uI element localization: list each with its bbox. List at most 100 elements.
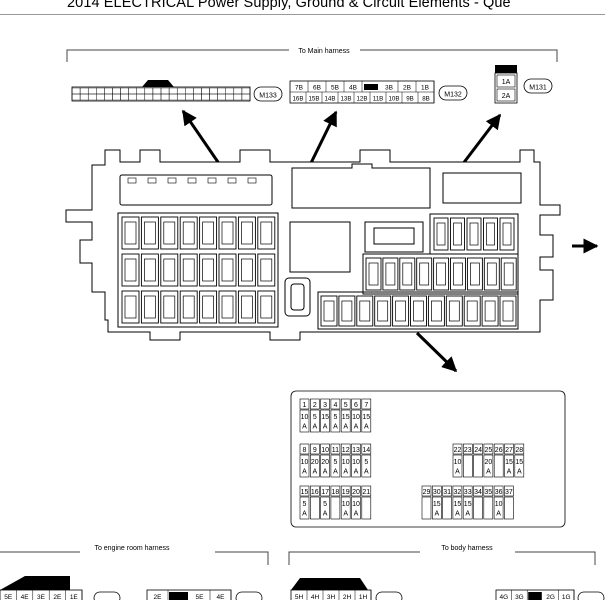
fuse-amp-unit: A — [517, 469, 522, 476]
connector-m133: M133 — [71, 80, 283, 102]
fuse-amp: 10 — [342, 501, 350, 508]
fuse-slot — [483, 217, 498, 251]
fuse-number-cell — [361, 485, 372, 497]
fuse-number: 25 — [485, 447, 493, 454]
fuse-amp: 5 — [333, 414, 337, 421]
fuse-amp: 15 — [362, 414, 370, 421]
fuse-slot — [433, 217, 449, 251]
fuse-slot — [237, 253, 256, 287]
m131-pin-1a: 1A — [502, 79, 511, 86]
fuse-slot-inner — [377, 300, 389, 322]
fuse-slot-inner — [182, 258, 195, 282]
fuse-amp-unit: A — [434, 511, 439, 518]
fuse-number: 29 — [423, 489, 431, 496]
fuse-amp-cell — [504, 454, 514, 478]
fuse-amp-cell — [493, 454, 504, 478]
arrow-to-fuse-chart — [415, 331, 458, 373]
fuse-amp-unit: A — [333, 424, 338, 431]
arrows — [181, 109, 599, 373]
connector-pin-label: 3G — [515, 594, 524, 600]
fuse-slot-inner — [486, 222, 495, 246]
fuse-amp-cell — [351, 409, 361, 433]
m132-label: M132 — [444, 92, 462, 99]
connector-pin-label: 4E — [21, 594, 30, 600]
fuse-number: 10 — [321, 447, 329, 454]
fuse-slot-inner — [221, 295, 234, 319]
connector-pin-label: 5H — [295, 594, 304, 600]
fuse-slot-inner — [163, 258, 176, 282]
fuse-slot — [416, 257, 433, 291]
connector-pin-label: 4H — [311, 594, 320, 600]
fuse-amp-cell — [361, 454, 372, 478]
fuse-amp-cell — [320, 409, 330, 433]
fuse-number: 13 — [352, 447, 360, 454]
fuse-slot — [140, 216, 159, 250]
fuse-amp: 10 — [352, 414, 360, 421]
fuse-slot-inner — [469, 222, 479, 246]
fuse-number-cell — [320, 485, 330, 497]
fuse-number-cell — [299, 443, 310, 455]
fuse-number: 15 — [301, 489, 309, 496]
fuse-amp-cell — [309, 454, 320, 478]
fuse-slot-inner — [241, 295, 253, 319]
fuse-number-cell — [309, 485, 320, 497]
fuse-amp: 10 — [352, 501, 360, 508]
fuse-slot-inner — [144, 295, 156, 319]
fuse-amp-unit: A — [496, 511, 501, 518]
fuse-slot-inner — [436, 222, 446, 246]
clip-slot — [187, 177, 197, 184]
connector-pin-label: 1H — [359, 594, 368, 600]
fuse-slot — [466, 217, 482, 251]
bottom-harness-brackets — [0, 551, 596, 565]
fuse-number-cell — [340, 443, 351, 455]
fuse-amp-unit: A — [455, 511, 460, 518]
fuse-number: 3 — [323, 402, 327, 409]
clip-slot — [127, 177, 137, 184]
fuse-number: 34 — [474, 489, 482, 496]
fuse-slot-inner — [221, 258, 234, 282]
fuse-amp-cell — [452, 454, 463, 478]
fuse-number-cell — [442, 485, 452, 497]
fuse-slot — [500, 257, 517, 291]
fuse-slot-inner — [419, 262, 430, 286]
m132-pin-label: 6B — [313, 85, 321, 92]
fuse-number: 12 — [342, 447, 350, 454]
fuse-slot-inner — [402, 262, 413, 286]
fuse-amp-cell — [442, 496, 452, 520]
fuse-slot — [257, 216, 276, 250]
fuse-amp-unit: A — [343, 424, 348, 431]
fuse-amp: 5 — [323, 501, 327, 508]
connector-pin-label: 1E — [70, 594, 79, 600]
to-body-harness-label: To body harness — [441, 545, 493, 552]
fuse-slot-inner — [124, 295, 137, 319]
fuse-amp-cell — [320, 454, 330, 478]
fuse-number-cell — [493, 485, 504, 497]
fuse-amp-unit: A — [507, 469, 512, 476]
m132-pin-label: 9B — [406, 96, 414, 103]
fuse-amp-unit: A — [312, 469, 317, 476]
fuse-number-cell — [483, 443, 494, 455]
fuse-amp: 15 — [342, 414, 350, 421]
clip-slot — [167, 177, 177, 184]
fuse-slot — [199, 290, 218, 324]
m132-pin-label: 5B — [331, 85, 339, 92]
fuse-slot — [218, 290, 237, 324]
fuse-amp-unit: A — [302, 511, 307, 518]
fuse-amp-unit: A — [486, 469, 491, 476]
fuse-number-cell — [361, 398, 372, 410]
fuse-slot — [218, 216, 237, 250]
fuse-slot — [160, 253, 179, 287]
fuse-number-cell — [351, 485, 361, 497]
connector-pin-label: 5E — [196, 594, 205, 600]
fuse-slot-inner — [448, 300, 460, 322]
fuse-amp-unit: A — [343, 469, 348, 476]
fuse-number: 8 — [303, 447, 307, 454]
fuse-number-cell — [299, 485, 310, 497]
fuse-slot — [237, 216, 256, 250]
fuse-slot — [121, 290, 140, 324]
fuse-amp-cell — [340, 496, 351, 520]
fuse-amp-cell — [299, 454, 310, 478]
fuse-slot-inner — [202, 258, 214, 282]
fuse-amp-cell — [330, 496, 341, 520]
fuse-amp-cell — [361, 496, 372, 520]
